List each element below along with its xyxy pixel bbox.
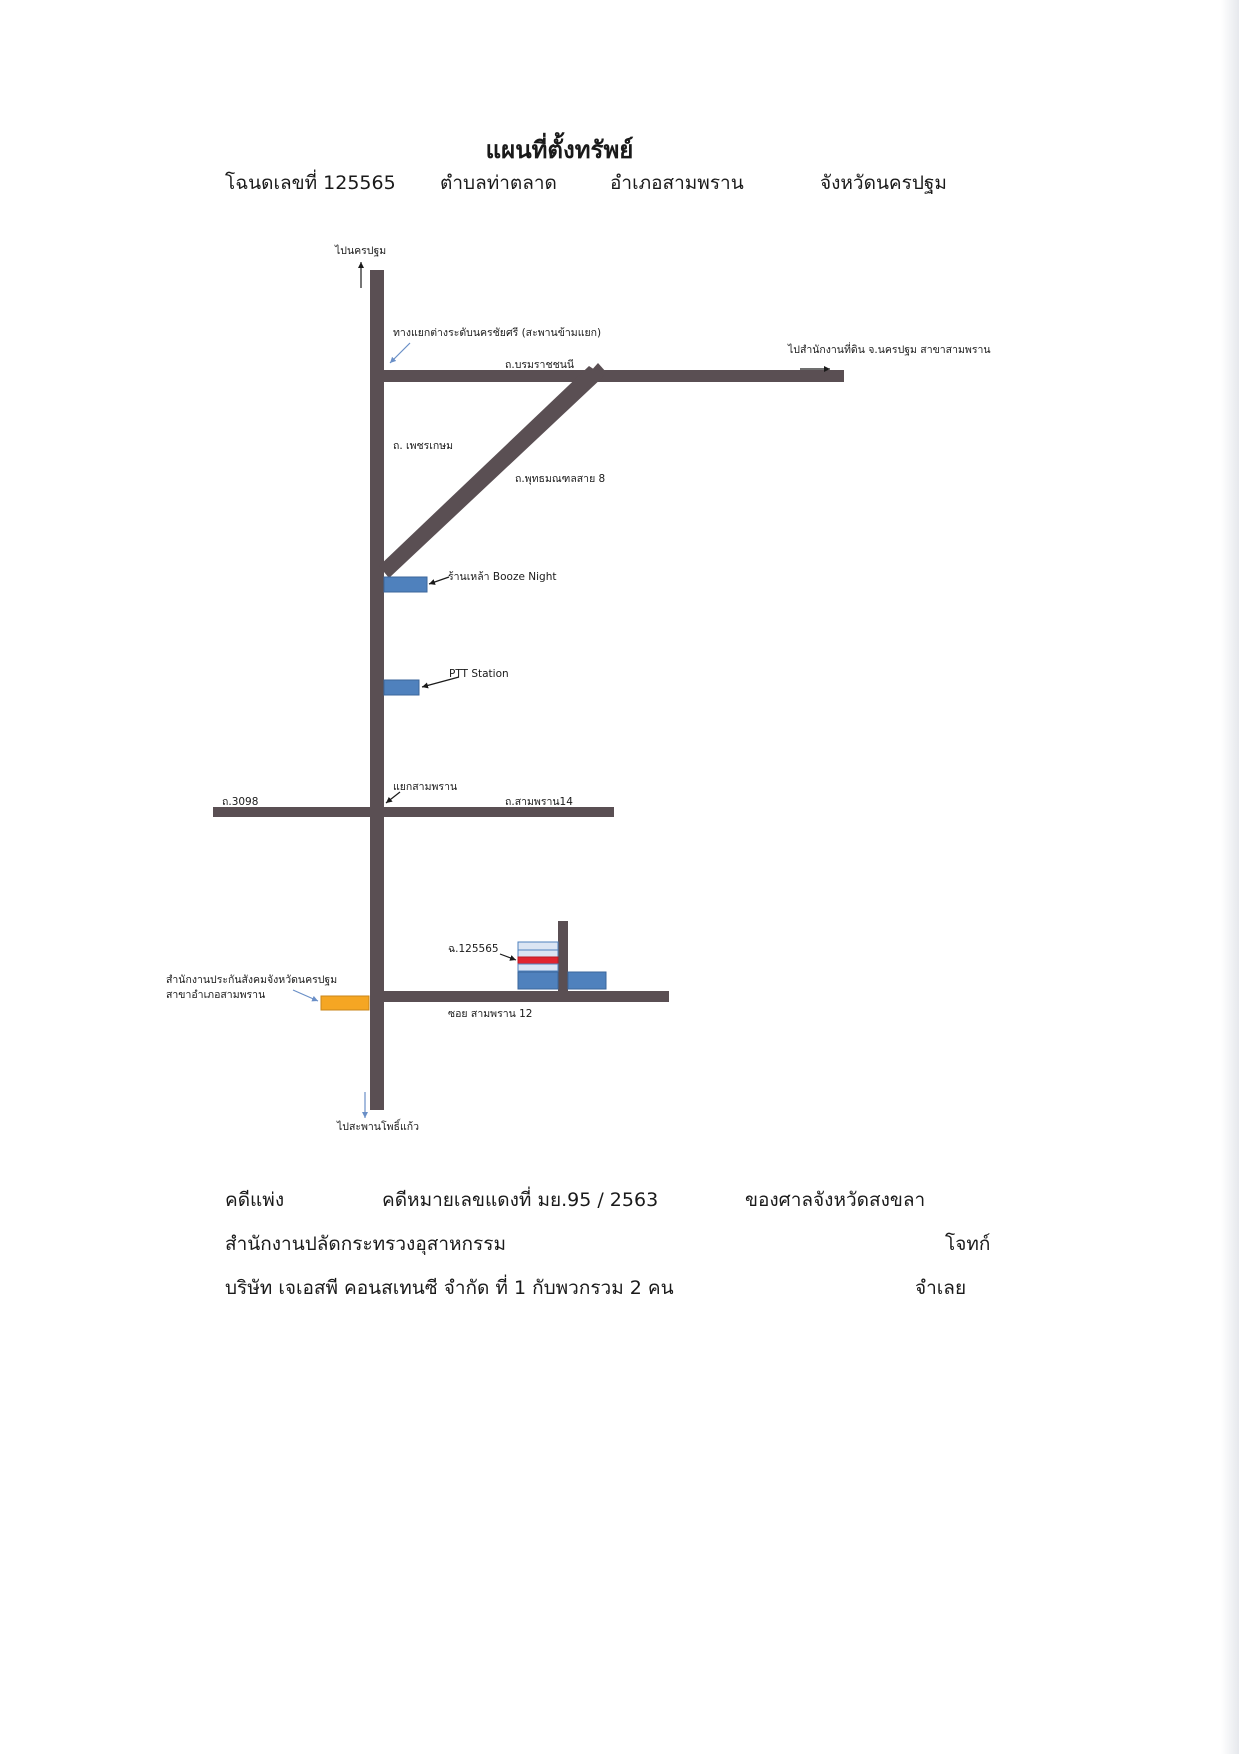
plot-strip-1	[517, 941, 559, 951]
subdistrict: ตำบลท่าตลาด	[440, 172, 557, 194]
label-booze-night: ร้านเหล้า Booze Night	[448, 571, 556, 583]
label-to-land-office: ไปสำนักงานที่ดิน จ.นครปฐม สาขาสามพราน	[787, 342, 991, 356]
defendant-name: บริษัท เจเอสพี คอนสเทนซี จำกัด ที่ 1 กับ…	[225, 1277, 674, 1299]
arrow-ptt-station	[421, 676, 460, 689]
label-road-phetkasem: ถ. เพชรเกษม	[393, 440, 453, 452]
ptt-station-marker	[383, 679, 420, 696]
social-security-marker	[320, 995, 370, 1011]
label-social-security-line1: สำนักงานประกันสังคมจังหวัดนครปฐม	[166, 974, 337, 986]
label-to-pho-kaeo-bridge: ไปสะพานโพธิ์แก้ว	[336, 1118, 419, 1133]
label-road-phutthamonthon: ถ.พุทธมณฑลสาย 8	[515, 473, 605, 485]
plot-strip-2	[517, 949, 559, 958]
interchange-node	[590, 363, 606, 381]
plot-subject-parcel	[517, 956, 559, 965]
roads	[213, 270, 844, 1110]
arrow-booze-night	[428, 576, 450, 585]
plot-block-left	[517, 971, 559, 990]
court-name: ของศาลจังหวัดสงขลา	[745, 1189, 926, 1211]
case-type: คดีแพ่ง	[225, 1189, 285, 1211]
label-road-sam-phran-14: ถ.สามพราน14	[505, 796, 573, 808]
defendant-role: จำเลย	[915, 1277, 967, 1299]
road-phutthamonthon-8	[379, 366, 604, 578]
province: จังหวัดนครปฐม	[820, 172, 947, 194]
label-to-nakhon-pathom: ไปนครปฐม	[334, 244, 386, 257]
arrow-plot	[499, 953, 517, 961]
plot-block-right	[567, 971, 607, 990]
label-sam-phran-junction: แยกสามพราน	[393, 781, 457, 793]
arrow-interchange	[389, 342, 411, 364]
road-soi-sam-phran-12	[384, 991, 669, 1002]
district: อำเภอสามพราน	[610, 172, 744, 194]
arrow-sam-phran-junction	[385, 791, 401, 804]
label-social-security-line2: สาขาอำเภอสามพราน	[166, 989, 265, 1001]
page-title: แผนที่ตั้งทรัพย์	[485, 136, 634, 164]
case-number: คดีหมายเลขแดงที่ มย.95 / 2563	[382, 1189, 659, 1211]
road-sam-phran-14	[384, 807, 614, 817]
label-road-3098: ถ.3098	[222, 796, 258, 808]
road-borommaratchachonnani	[384, 370, 844, 382]
arrows	[292, 262, 830, 1118]
road-phetkasem	[370, 270, 384, 1110]
deed-number: โฉนดเลขที่ 125565	[225, 172, 396, 194]
arrow-social-security	[292, 989, 319, 1002]
plaintiff-name: สำนักงานปลัดกระทรวงอุสาหกรรม	[225, 1233, 506, 1255]
page-edge-shadow	[1221, 0, 1239, 1754]
road-3098	[213, 807, 370, 817]
label-plot-deed: ฉ.125565	[448, 943, 499, 955]
label-soi-sam-phran-12: ซอย สามพราน 12	[448, 1008, 532, 1020]
plot-strip-4	[517, 963, 559, 972]
plaintiff-role: โจทก์	[945, 1233, 991, 1255]
label-road-borommaratchachonnani: ถ.บรมราชชนนี	[505, 358, 574, 371]
label-interchange: ทางแยกต่างระดับนครชัยศรี (สะพานข้ามแยก)	[393, 326, 601, 339]
property-plot	[517, 941, 607, 990]
booze-night-marker	[383, 576, 428, 593]
road-plot-access	[558, 921, 568, 991]
label-ptt-station: PTT Station	[449, 668, 509, 680]
